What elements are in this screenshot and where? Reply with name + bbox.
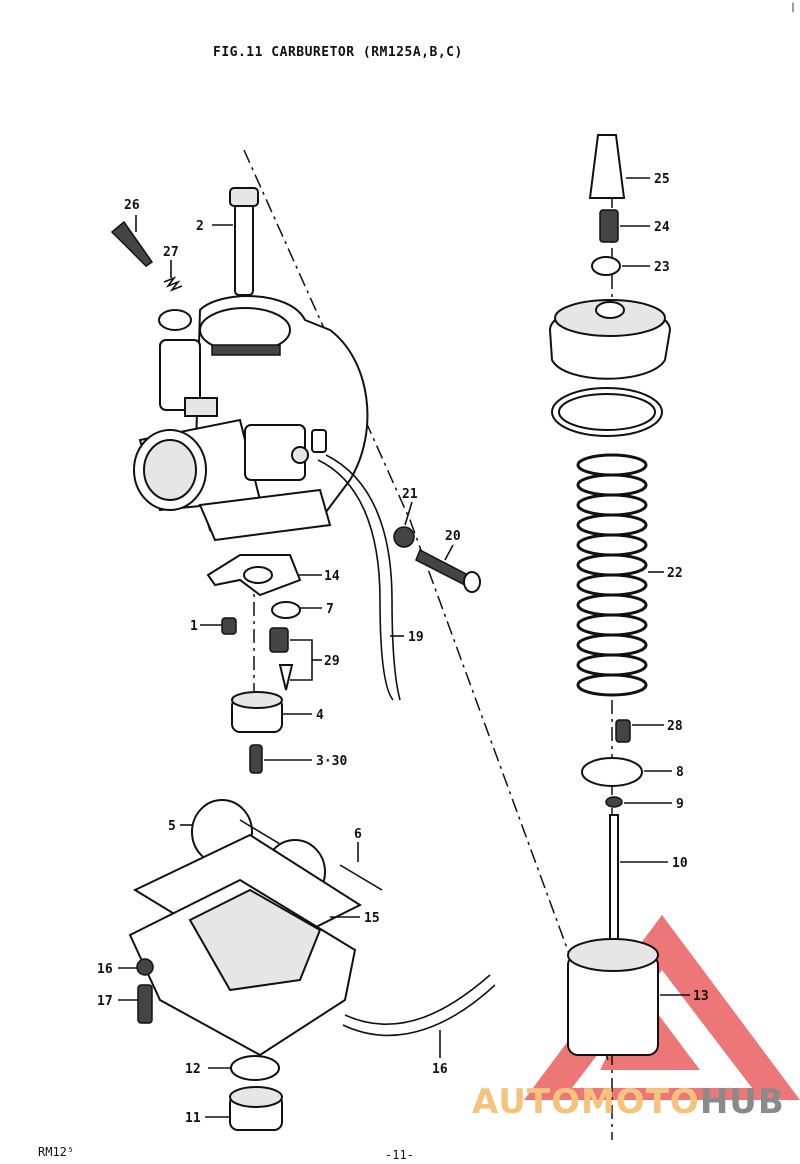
callout-8: 8 [676, 765, 684, 780]
callout-16: 16 [432, 1062, 448, 1077]
watermark-text: AUTOMOTOHUB [472, 1082, 785, 1122]
spring-coil [576, 453, 648, 477]
callout-6: 6 [354, 827, 362, 842]
callout-22: 22 [667, 566, 683, 581]
callout-4: 4 [316, 708, 324, 723]
callout-20: 20 [445, 529, 461, 544]
part-14-gasket [206, 554, 302, 597]
spring-coil [576, 673, 648, 697]
callout-13: 13 [693, 989, 709, 1004]
spring-coil [576, 633, 648, 657]
watermark-text-part2: HUB [699, 1082, 785, 1122]
callout-28: 28 [667, 719, 683, 734]
part-1-jet [221, 617, 237, 635]
callout-19: 19 [408, 630, 424, 645]
callout-26: 26 [124, 198, 140, 213]
float-chamber [128, 878, 357, 1057]
part-16-tube [344, 974, 491, 1025]
part-9-clip [605, 796, 623, 808]
footer-page-number: -11- [385, 1148, 414, 1162]
callout-1: 1 [190, 619, 198, 634]
part-21-nut [393, 526, 415, 548]
part-13-throttle-valve [567, 938, 659, 1056]
part-19-tube [317, 459, 394, 701]
callout-15: 15 [364, 911, 380, 926]
part-26-screw [110, 220, 154, 267]
footer-model: RM12⁵ [38, 1145, 75, 1159]
part-6-pin [339, 864, 383, 891]
spring-coil [576, 573, 648, 597]
callout-9: 9 [676, 797, 684, 812]
part-28-screw [615, 719, 631, 743]
part-4-nut [231, 691, 283, 733]
figure-title: FIG.11 CARBURETOR (RM125A,B,C) [213, 45, 463, 60]
callout-25: 25 [654, 172, 670, 187]
watermark-text-part1: AUTOMOTO [472, 1082, 700, 1122]
spring-coil [576, 593, 648, 617]
spring-coil [576, 653, 648, 677]
part-20-screw [415, 548, 481, 593]
part-24-adjuster [599, 209, 619, 243]
callout-14: 14 [324, 569, 340, 584]
callout-23: 23 [654, 260, 670, 275]
callout-16-left: 16 [97, 962, 113, 977]
callout-2: 2 [196, 219, 204, 234]
spring-coil [576, 533, 648, 557]
spring-coil [576, 553, 648, 577]
part-25-cable-cap [588, 134, 626, 199]
part-12-gasket [230, 1055, 280, 1081]
callout-29: 29 [324, 654, 340, 669]
callout-17: 17 [97, 994, 113, 1009]
part-17-bolt [137, 984, 153, 1024]
part-2-cable-adjuster [229, 187, 259, 296]
part-16-screw [136, 958, 154, 976]
watermark-logo [524, 915, 800, 1100]
part-23-nut [591, 256, 621, 276]
spring-coil [576, 613, 648, 637]
callout-3-30: 3·30 [316, 754, 347, 769]
part-11-plug [229, 1086, 283, 1131]
part-8-plate [581, 757, 643, 787]
part-29-needle-valve [269, 627, 294, 691]
part-27-spring [163, 276, 183, 292]
callout-24: 24 [654, 220, 670, 235]
callout-labels: 2 26 27 1 14 7 29 4 3·30 19 21 20 25 24 … [97, 172, 709, 1126]
spring-coil [576, 513, 648, 537]
spring-coil [576, 493, 648, 517]
part-22-spring [576, 453, 648, 697]
mixing-chamber-cap [548, 299, 672, 380]
callout-5: 5 [168, 819, 176, 834]
callout-27: 27 [163, 245, 179, 260]
callout-21: 21 [402, 487, 418, 502]
corner-mark: | [790, 2, 797, 13]
part-3-30-main-jet [249, 744, 263, 774]
part-7-washer [271, 601, 301, 619]
leader-lines [118, 177, 690, 1118]
callout-12: 12 [185, 1062, 201, 1077]
callout-11: 11 [185, 1111, 201, 1126]
callout-7: 7 [326, 602, 334, 617]
carburetor-body [133, 295, 369, 542]
callout-10: 10 [672, 856, 688, 871]
spring-coil [576, 473, 648, 497]
